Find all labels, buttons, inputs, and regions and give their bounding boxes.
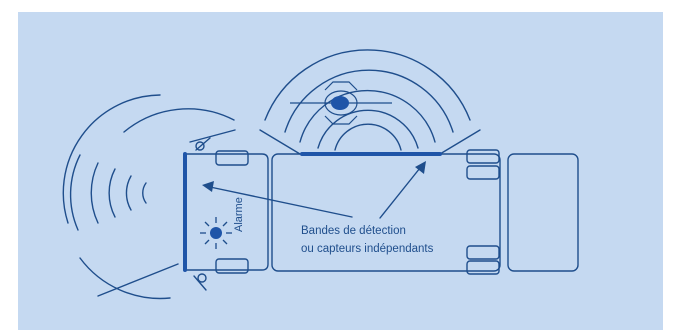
alarm-label: Alarme xyxy=(233,197,245,232)
diagram-panel xyxy=(18,12,663,330)
rear-detection-waves xyxy=(62,94,236,300)
caption: Bandes de détection ou capteurs indépend… xyxy=(301,222,433,258)
caption-line-1: Bandes de détection xyxy=(301,225,406,237)
sun-alarm-icon xyxy=(200,217,232,249)
vehicle-rear-cab xyxy=(184,137,269,291)
pointer-arrows xyxy=(202,161,426,219)
person-icon xyxy=(290,81,392,125)
top-detection-waves xyxy=(259,49,481,155)
vehicle-front xyxy=(507,153,579,272)
caption-line-2: ou capteurs indépendants xyxy=(301,243,434,255)
